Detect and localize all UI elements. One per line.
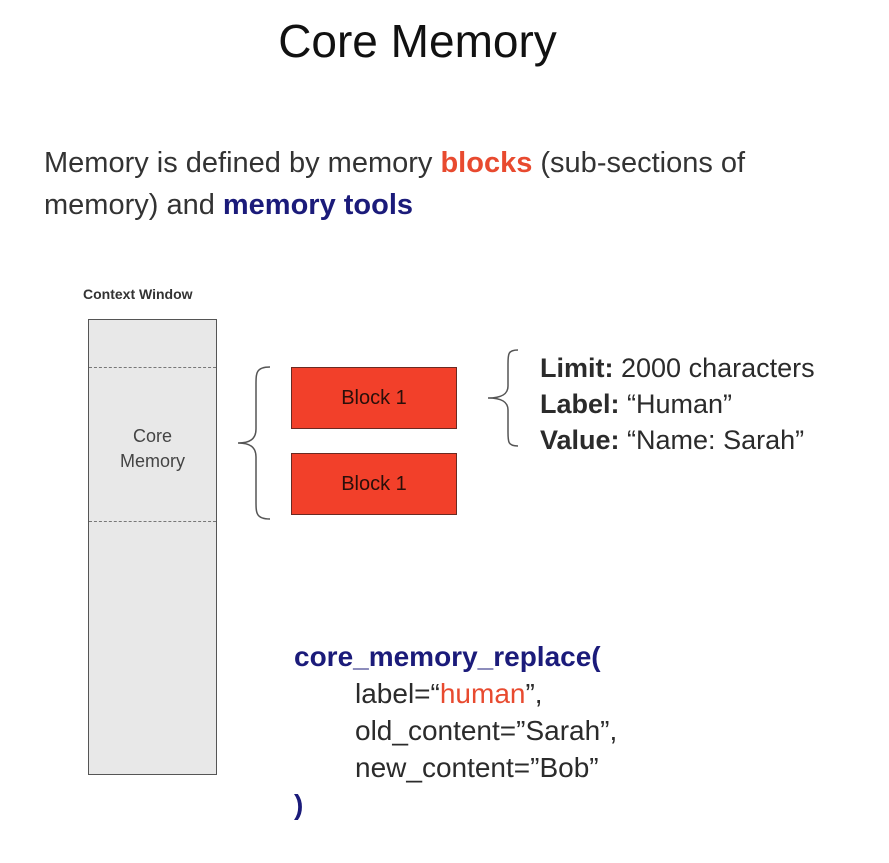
code-arg-label: label=“human”, — [355, 678, 543, 709]
code-close-paren: ) — [294, 789, 304, 820]
attribute-limit: Limit: 2000 characters — [540, 353, 815, 383]
memory-block-2: Block 1 — [291, 453, 457, 515]
code-arg-old-content: old_content=”Sarah”, — [355, 715, 618, 746]
memory-block-1: Block 1 — [291, 367, 457, 429]
core-memory-label: Core Memory — [89, 424, 216, 474]
intro-part2: (sub-sections of memory) and — [44, 147, 746, 221]
code-arg-new-content: new_content=”Bob” — [355, 752, 599, 783]
code-function-name: core_memory_replace( — [294, 641, 601, 672]
context-window: Core Memory — [88, 319, 217, 775]
attribute-label: Label: “Human” — [540, 389, 733, 419]
intro-part1: Memory is defined by memory — [44, 147, 441, 179]
context-window-label: Context Window — [83, 286, 193, 302]
block-attributes: Limit: 2000 characters Label: “Human” Va… — [540, 350, 815, 458]
code-snippet: core_memory_replace( label=“human”, old_… — [294, 638, 617, 823]
core-memory-label-line2: Memory — [119, 451, 185, 471]
core-memory-bottom-divider — [89, 521, 216, 522]
attributes-brace-icon — [487, 349, 519, 447]
attribute-value: Value: “Name: Sarah” — [540, 425, 805, 455]
blocks-brace-icon — [237, 366, 271, 520]
core-memory-top-divider — [89, 367, 216, 368]
memory-tools-highlight: memory tools — [222, 189, 414, 221]
page-title: Core Memory — [278, 15, 557, 67]
blocks-highlight: blocks — [440, 147, 533, 179]
core-memory-label-line1: Core — [132, 426, 172, 446]
intro-text: Memory is defined by memory blocks (sub-… — [44, 142, 864, 226]
